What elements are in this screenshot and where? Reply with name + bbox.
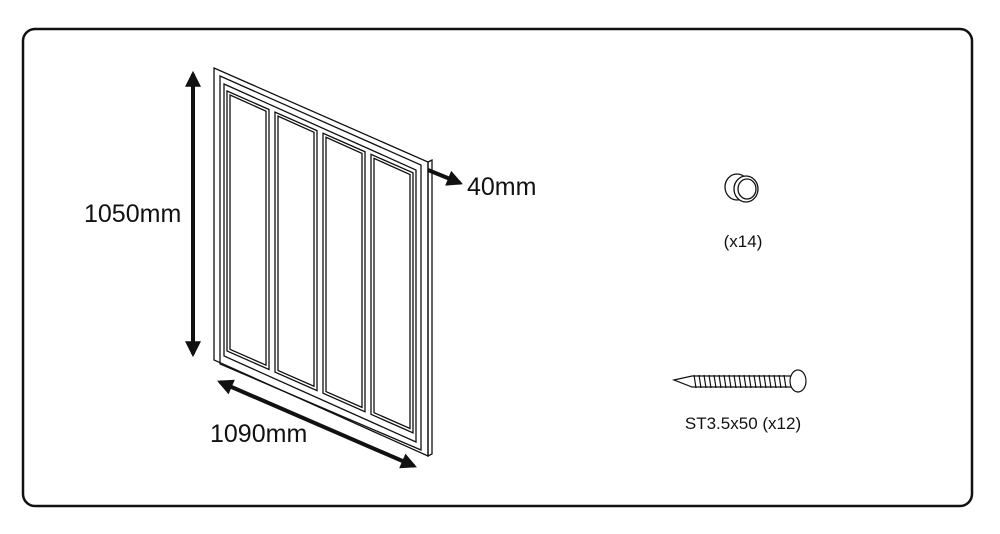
screw-thread	[718, 374, 722, 389]
screw-thread	[773, 374, 777, 389]
screw-thread	[708, 374, 712, 389]
width-arrow	[217, 379, 417, 469]
screw-thread	[758, 374, 762, 389]
glass-pane	[226, 90, 270, 371]
screw-thread	[743, 374, 747, 389]
screw-thread	[693, 374, 697, 389]
screw-thread	[748, 374, 752, 389]
glass-pane-inner	[229, 93, 267, 367]
screw-thread	[723, 374, 727, 389]
knob-icon	[724, 173, 759, 203]
panel-outer-frame	[213, 67, 429, 458]
screw-spec-label: ST3.5x50 (x12)	[684, 414, 802, 433]
glass-pane	[322, 132, 366, 413]
knob-quantity-label: (x14)	[723, 232, 763, 251]
screw-thread	[763, 374, 767, 389]
glass-pane-inner	[373, 157, 411, 430]
panel-frame-bevel	[219, 75, 422, 451]
screw-thread	[728, 374, 732, 389]
screw-thread	[703, 374, 707, 389]
depth-arrow	[427, 168, 463, 186]
border-frame	[21, 27, 974, 508]
glass-pane-inner	[277, 115, 315, 388]
width-label: 1090mm	[210, 420, 308, 448]
glass-pane-inner	[325, 136, 363, 409]
glass-pane	[370, 153, 414, 434]
screw-icon	[671, 369, 807, 393]
screw-thread	[768, 374, 772, 389]
window-panel	[213, 67, 433, 458]
screw-thread	[733, 374, 737, 389]
height-label: 1050mm	[84, 200, 182, 228]
glass-pane	[274, 111, 318, 392]
panel-side-edge	[427, 158, 433, 458]
depth-label: 40mm	[467, 173, 537, 201]
panel-inner-frame	[223, 82, 417, 444]
screw-thread	[778, 374, 782, 389]
screw-thread	[738, 374, 742, 389]
screw-thread	[753, 374, 757, 389]
screw-thread	[713, 374, 717, 389]
screw-thread	[783, 374, 787, 389]
screw-thread	[698, 374, 702, 389]
